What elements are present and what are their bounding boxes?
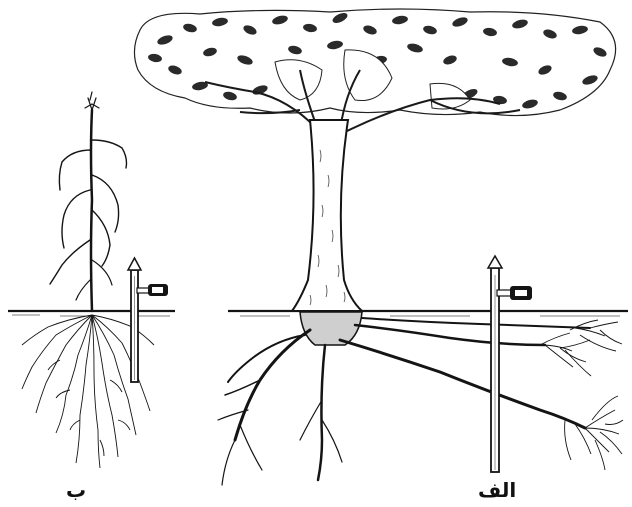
tree-canopy [134,9,615,116]
soil-probe-corn [128,258,168,382]
tree-root-crown [300,312,362,345]
soil-probe-tree [488,256,532,472]
label-corn: ب [66,478,86,502]
tree-roots [218,318,590,485]
label-tree: الف [478,478,516,502]
corn-plant [50,92,127,311]
tree-trunk [292,120,362,311]
tree-fine-roots [540,320,623,470]
